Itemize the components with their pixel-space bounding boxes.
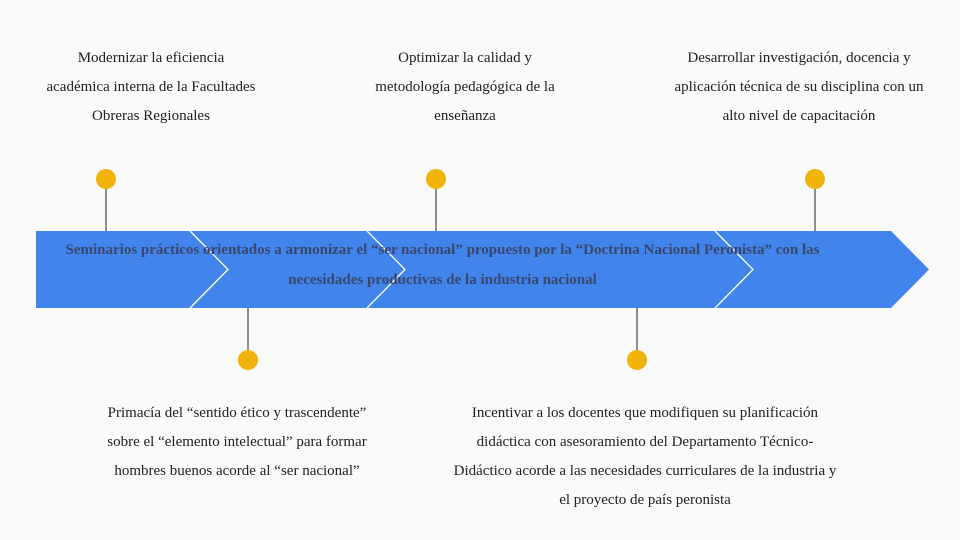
timeline-arrow bbox=[36, 231, 929, 308]
chevron-divider bbox=[366, 230, 406, 309]
chevron-divider bbox=[189, 230, 229, 309]
top-item-2: Optimizar la calidad y metodología pedag… bbox=[375, 50, 555, 124]
arrow-text: Seminarios prácticos orientados a armoni… bbox=[65, 242, 820, 288]
top-item-3: Desarrollar investigación, docencia y ap… bbox=[674, 50, 924, 124]
milestone-dot bbox=[426, 169, 446, 189]
chevron-divider bbox=[714, 230, 754, 309]
milestone-dot bbox=[805, 169, 825, 189]
milestone-dot bbox=[627, 350, 647, 370]
milestone-dot bbox=[96, 169, 116, 189]
top-item-1: Modernizar la eficiencia académica inter… bbox=[46, 50, 256, 124]
bottom-item-2: Incentivar a los docentes que modifiquen… bbox=[453, 405, 837, 508]
bottom-item-1: Primacía del “sentido ético y trascenden… bbox=[107, 405, 367, 479]
milestone-dot bbox=[238, 350, 258, 370]
